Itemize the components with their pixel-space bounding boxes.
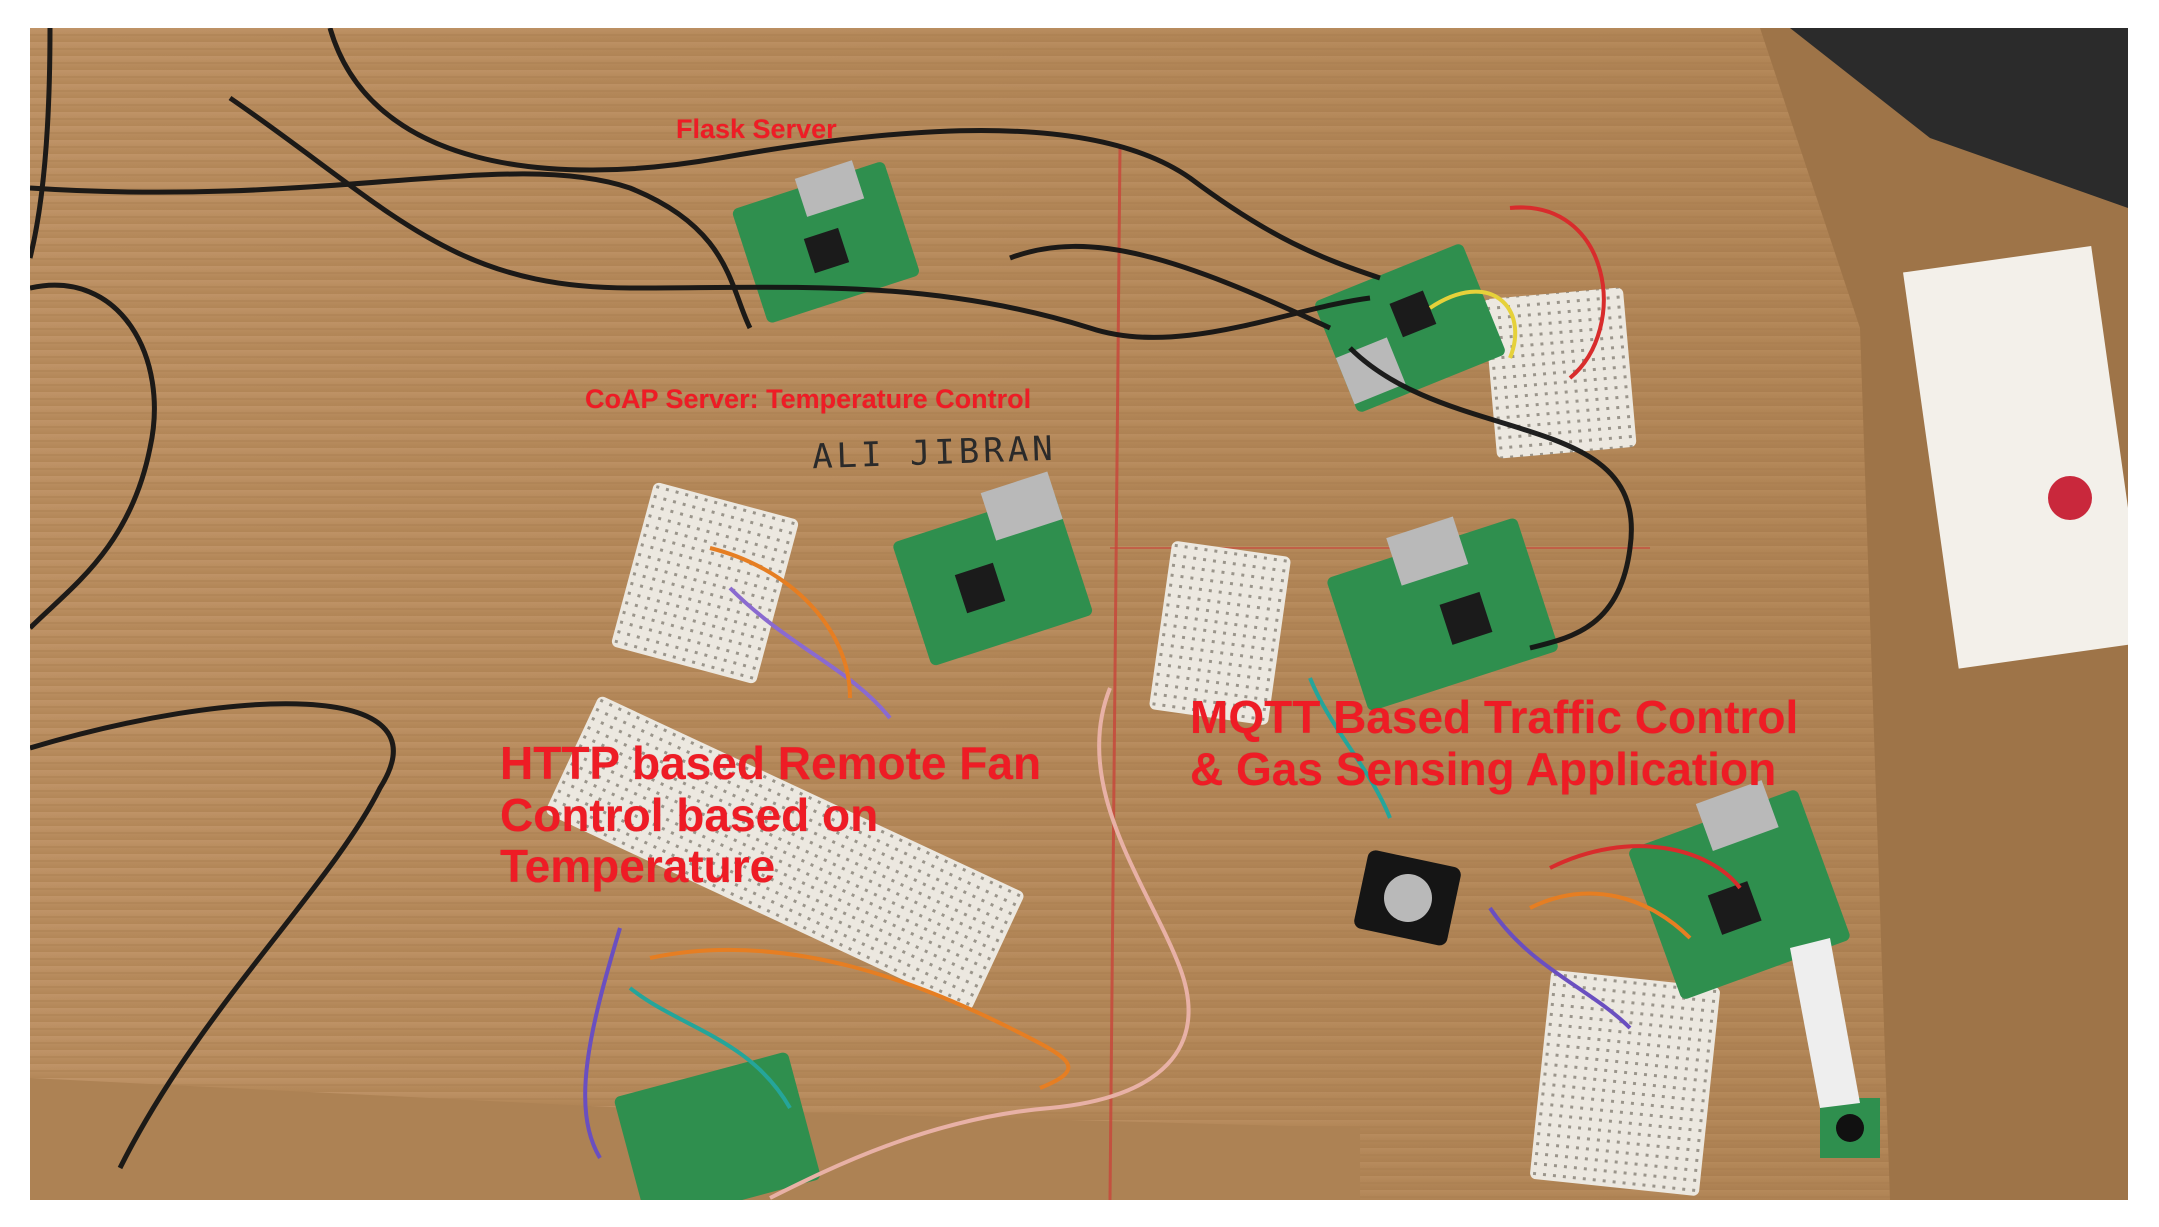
raspberry-pi [732,160,919,323]
raspberry-pi [893,471,1093,666]
testbed-scene [30,28,2128,1200]
flask-server-label: Flask Server [676,114,837,144]
mqtt-application-label: MQTT Based Traffic Control & Gas Sensing… [1190,691,1799,795]
breadboard [611,482,799,684]
raspberry-pi [614,1052,821,1200]
handwritten-name: ALI JIBRAN [811,428,1058,478]
breadboard [1530,970,1720,1196]
breadboard [1483,287,1637,459]
http-application-label: HTTP based Remote Fan Control based on T… [500,737,1042,893]
breadboard [1149,541,1291,725]
coap-server-label: CoAP Server: Temperature Control [585,384,1032,414]
raspberry-pi [1327,516,1558,711]
raspberry-pi [1629,780,1850,999]
testbed-photo: Flask Server CoAP Server: Temperature Co… [30,28,2128,1200]
breadboard [546,696,1024,1010]
